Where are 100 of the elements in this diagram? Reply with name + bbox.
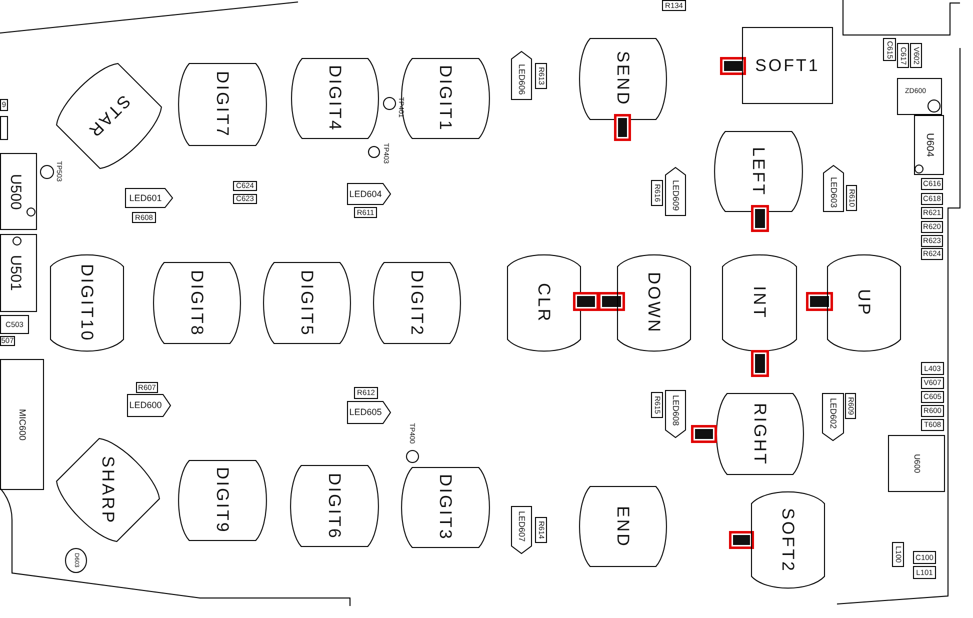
led-outline [347,401,391,424]
led-outline [511,506,532,554]
part-label: LED609 [671,180,680,210]
test-point [406,450,419,463]
part-label: LED602 [828,398,838,429]
key-label: DIGIT8 [188,270,206,336]
highlighted-component [720,57,746,75]
led-outline [125,188,173,208]
key-label: CLR [536,282,552,323]
key-label: SEND [614,51,632,107]
keypad-button [260,262,354,344]
part-label: LED600 [129,401,162,410]
key-label: INT [751,286,768,320]
highlighted-component [691,425,717,443]
highlighted-component [614,114,631,141]
component-outline [233,194,257,204]
key-label: DIGIT9 [214,467,231,534]
part-label: LED607 [517,511,526,542]
highlighted-component [573,292,599,311]
keypad-button [56,435,160,545]
led-outline [665,167,686,216]
led-outline [511,51,532,100]
key-label: DIGIT5 [298,270,316,336]
component-outline [845,393,856,419]
component-outline [651,180,663,206]
led-outline [665,390,686,438]
component-outline [921,419,944,431]
keypad-button [175,63,270,146]
keypad-button [287,465,382,547]
component-outline [354,387,378,399]
component-outline [0,234,37,312]
key-label: DIGIT6 [326,472,343,540]
component-outline [0,116,8,140]
component-outline [132,212,156,223]
component-outline [897,43,909,68]
part-label: MIC600 [18,408,26,440]
led-outline [347,183,391,205]
key-label: LEFT [750,146,767,196]
highlighted-component [751,205,769,232]
component-outline [535,63,547,89]
key-label: DIGIT2 [408,270,426,336]
part-label: LED608 [671,395,680,426]
component-outline [913,551,936,564]
keypad-button [175,460,270,541]
highlighted-component [729,531,754,549]
component-outline [921,391,944,403]
component-outline [0,99,8,111]
component-outline [921,405,944,417]
keypad-button [711,131,806,212]
component-outline [913,566,936,579]
part-label: LED605 [349,408,382,417]
component-outline [846,185,857,211]
test-point [383,97,396,110]
part-label: U501 [8,255,23,291]
component-outline [910,43,922,68]
led-outline [127,394,171,417]
component-outline [662,0,686,11]
part-label: LED606 [517,64,526,94]
key-label: SOFT2 [780,508,796,572]
component-outline [0,153,37,230]
key-label: DIGIT1 [437,65,454,132]
led-outline [823,165,844,212]
key-label: UP [856,289,872,317]
component-outline [883,38,896,61]
keypad-button [288,58,382,139]
key-label: RIGHT [752,402,768,466]
key-label: SOFT1 [755,57,820,74]
part-label: LED603 [829,176,838,208]
component-outline [651,392,663,418]
highlighted-component [751,350,769,377]
component-outline [921,362,944,375]
key-label: DIGIT4 [326,65,344,132]
part-label: LED604 [349,190,382,198]
part-label: U500 [8,174,23,210]
component-outline [0,359,44,490]
component-outline [354,207,377,218]
part-label: U604 [924,133,934,157]
key-label: DIGIT7 [214,71,231,138]
component-outline [65,548,87,573]
key-label: DIGIT3 [437,474,454,541]
keypad-button [150,262,244,344]
part-label: LED601 [129,194,162,202]
key-label: DOWN [646,272,662,334]
keypad-button [576,38,670,120]
component-outline [888,435,945,492]
highlighted-component [806,292,833,311]
key-label: END [614,506,632,548]
part-label: U600 [912,454,920,474]
keypad-button [576,486,670,567]
component-outline [0,315,29,334]
keypad-button [398,58,493,139]
key-label: SHARP [100,456,116,524]
component-outline [892,542,904,567]
component-outline [914,115,944,175]
test-point [368,146,380,158]
test-point [40,165,54,179]
key-label: DIGIT10 [78,264,96,342]
keypad-button [398,467,493,548]
component-outline [897,78,942,115]
component-outline [233,181,257,191]
